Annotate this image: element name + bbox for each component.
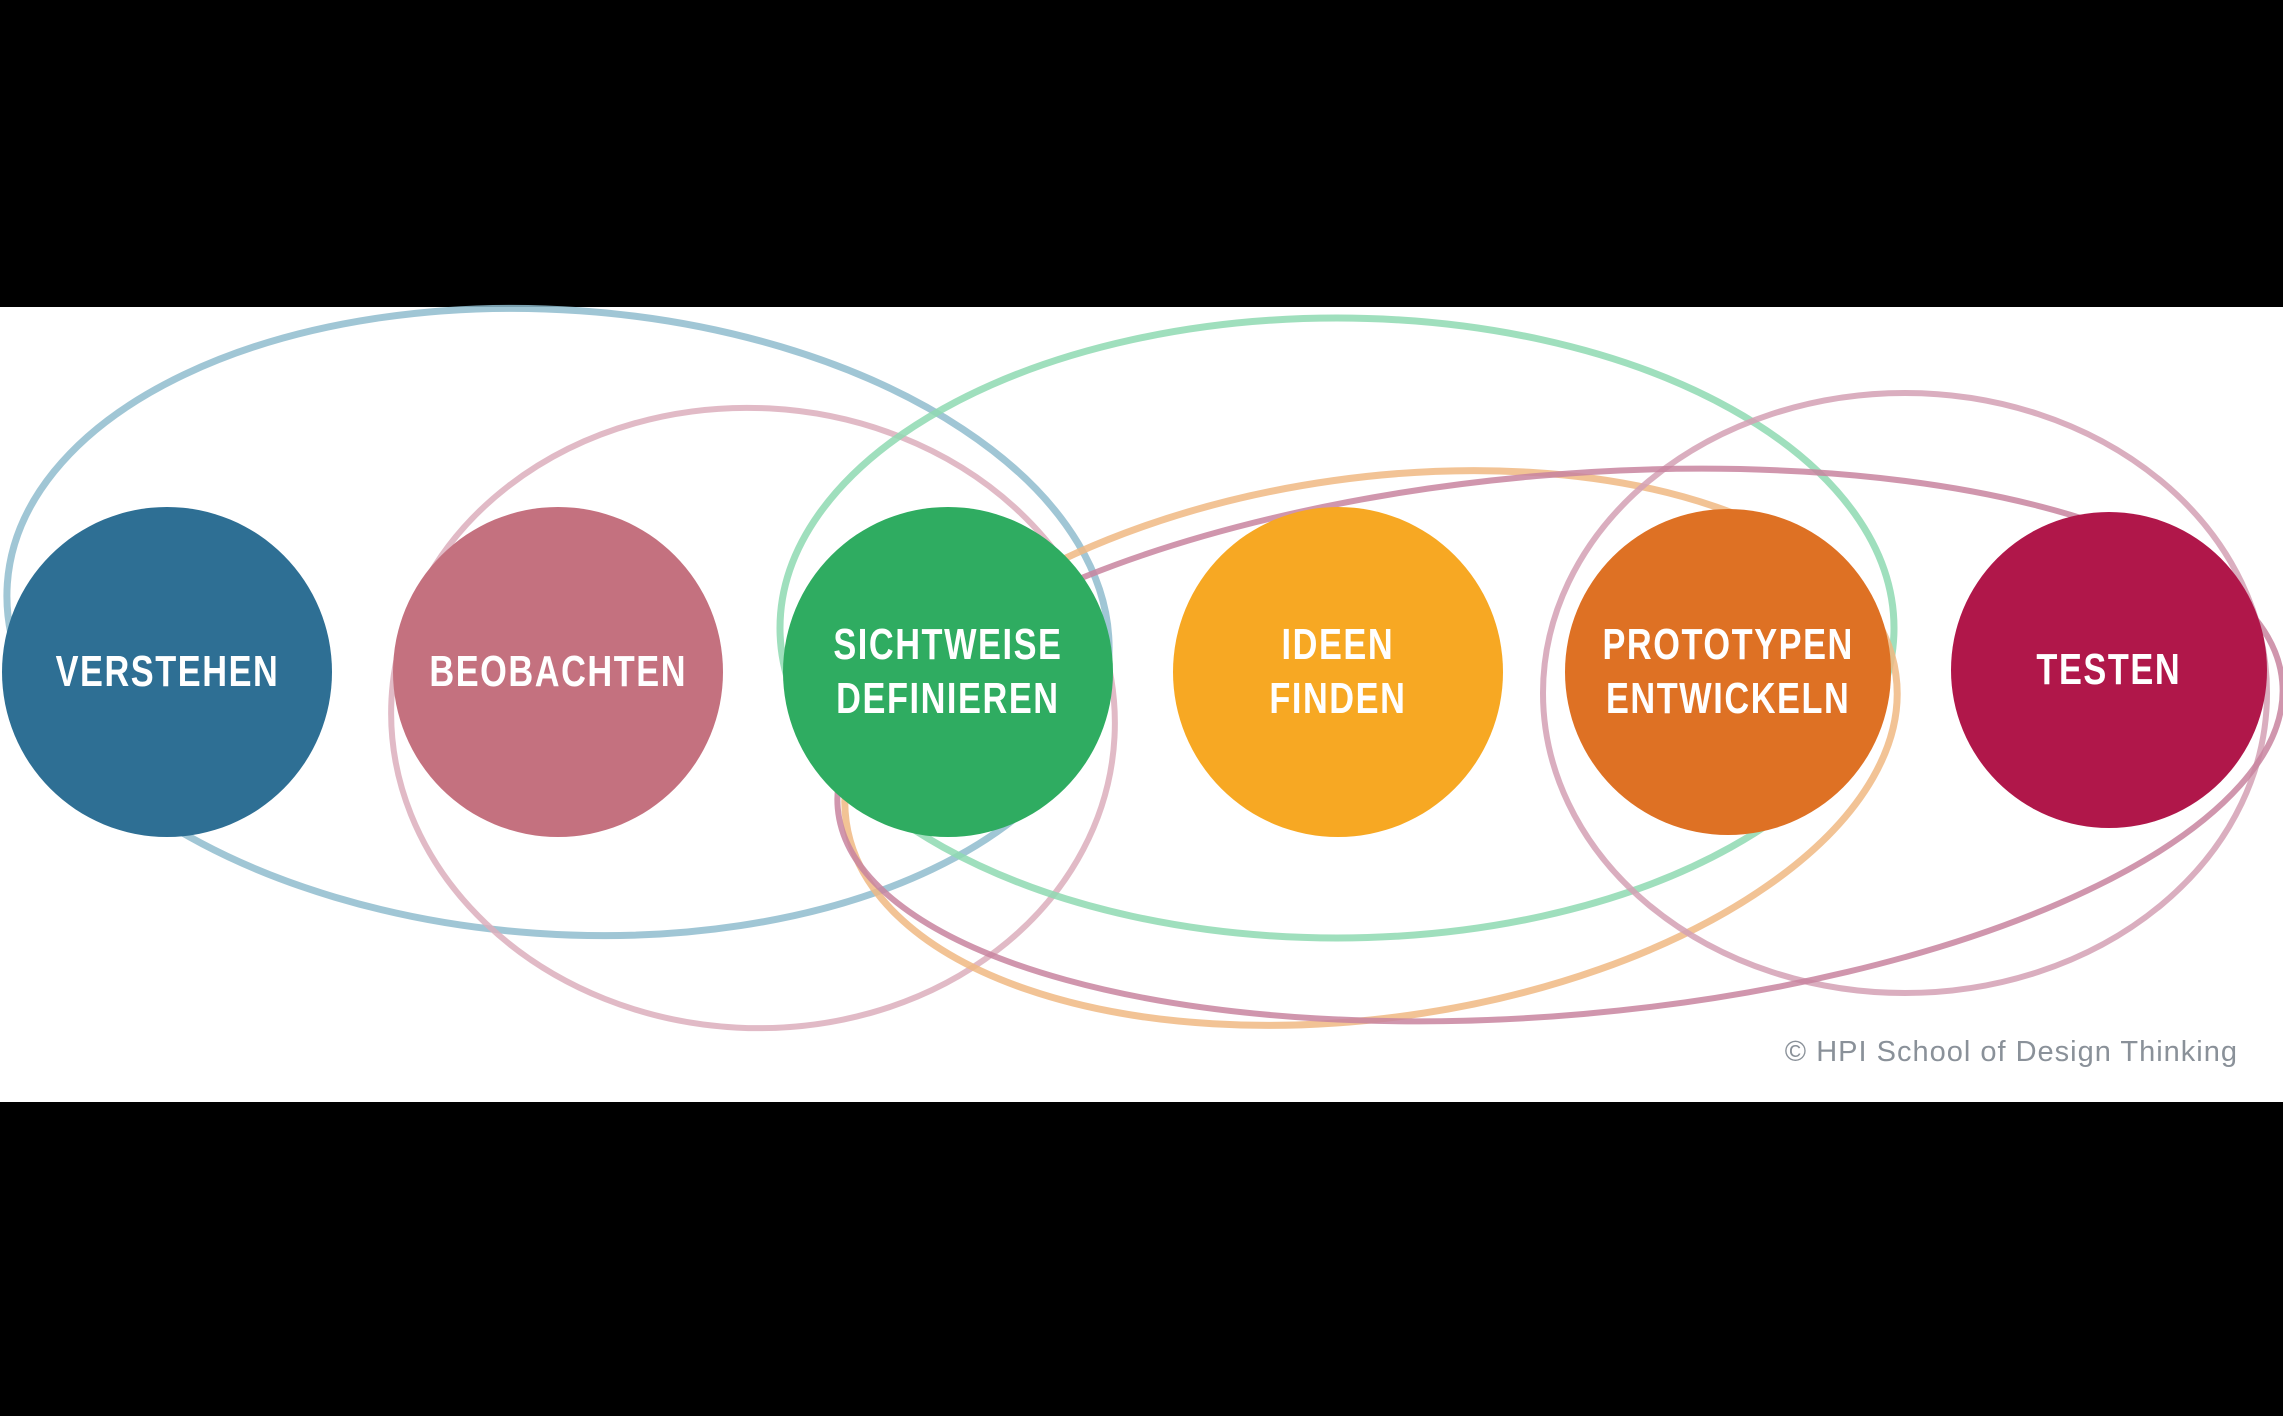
phase-label-testen: TESTEN xyxy=(2036,645,2182,695)
copyright-notice: © HPI School of Design Thinking xyxy=(1784,1036,2238,1068)
phase-circle-ideen-finden: IDEEN FINDEN xyxy=(1173,507,1503,837)
phase-label-verstehen: VERSTEHEN xyxy=(55,647,279,697)
diagram-canvas xyxy=(0,307,2283,1102)
loop-testen-to-prototypen xyxy=(1540,390,2270,996)
phase-label-beobachten: BEOBACHTEN xyxy=(429,647,687,697)
loop-prototypen-to-sichtweise xyxy=(776,314,1898,942)
phase-label-ideen-finden: IDEEN FINDEN xyxy=(1269,620,1407,723)
phase-label-prototypen-entwickeln: PROTOTYPEN ENTWICKELN xyxy=(1602,620,1854,723)
phase-circle-beobachten: BEOBACHTEN xyxy=(393,507,723,837)
loop-sichtweise-to-beobachten xyxy=(388,404,1118,1032)
loop-testen-to-earlier-phases xyxy=(834,465,2283,1025)
phase-circle-testen: TESTEN xyxy=(1951,512,2267,828)
letterbox-bar-bottom xyxy=(0,1102,2283,1416)
phase-circle-verstehen: VERSTEHEN xyxy=(2,507,332,837)
phase-circle-prototypen-entwickeln: PROTOTYPEN ENTWICKELN xyxy=(1565,509,1891,835)
loop-prototypen-to-ideen xyxy=(841,467,1901,1029)
phase-label-sichtweise-definieren: SICHTWEISE DEFINIEREN xyxy=(833,620,1063,723)
phase-circle-sichtweise-definieren: SICHTWEISE DEFINIEREN xyxy=(783,507,1113,837)
letterbox-bar-top xyxy=(0,0,2283,307)
